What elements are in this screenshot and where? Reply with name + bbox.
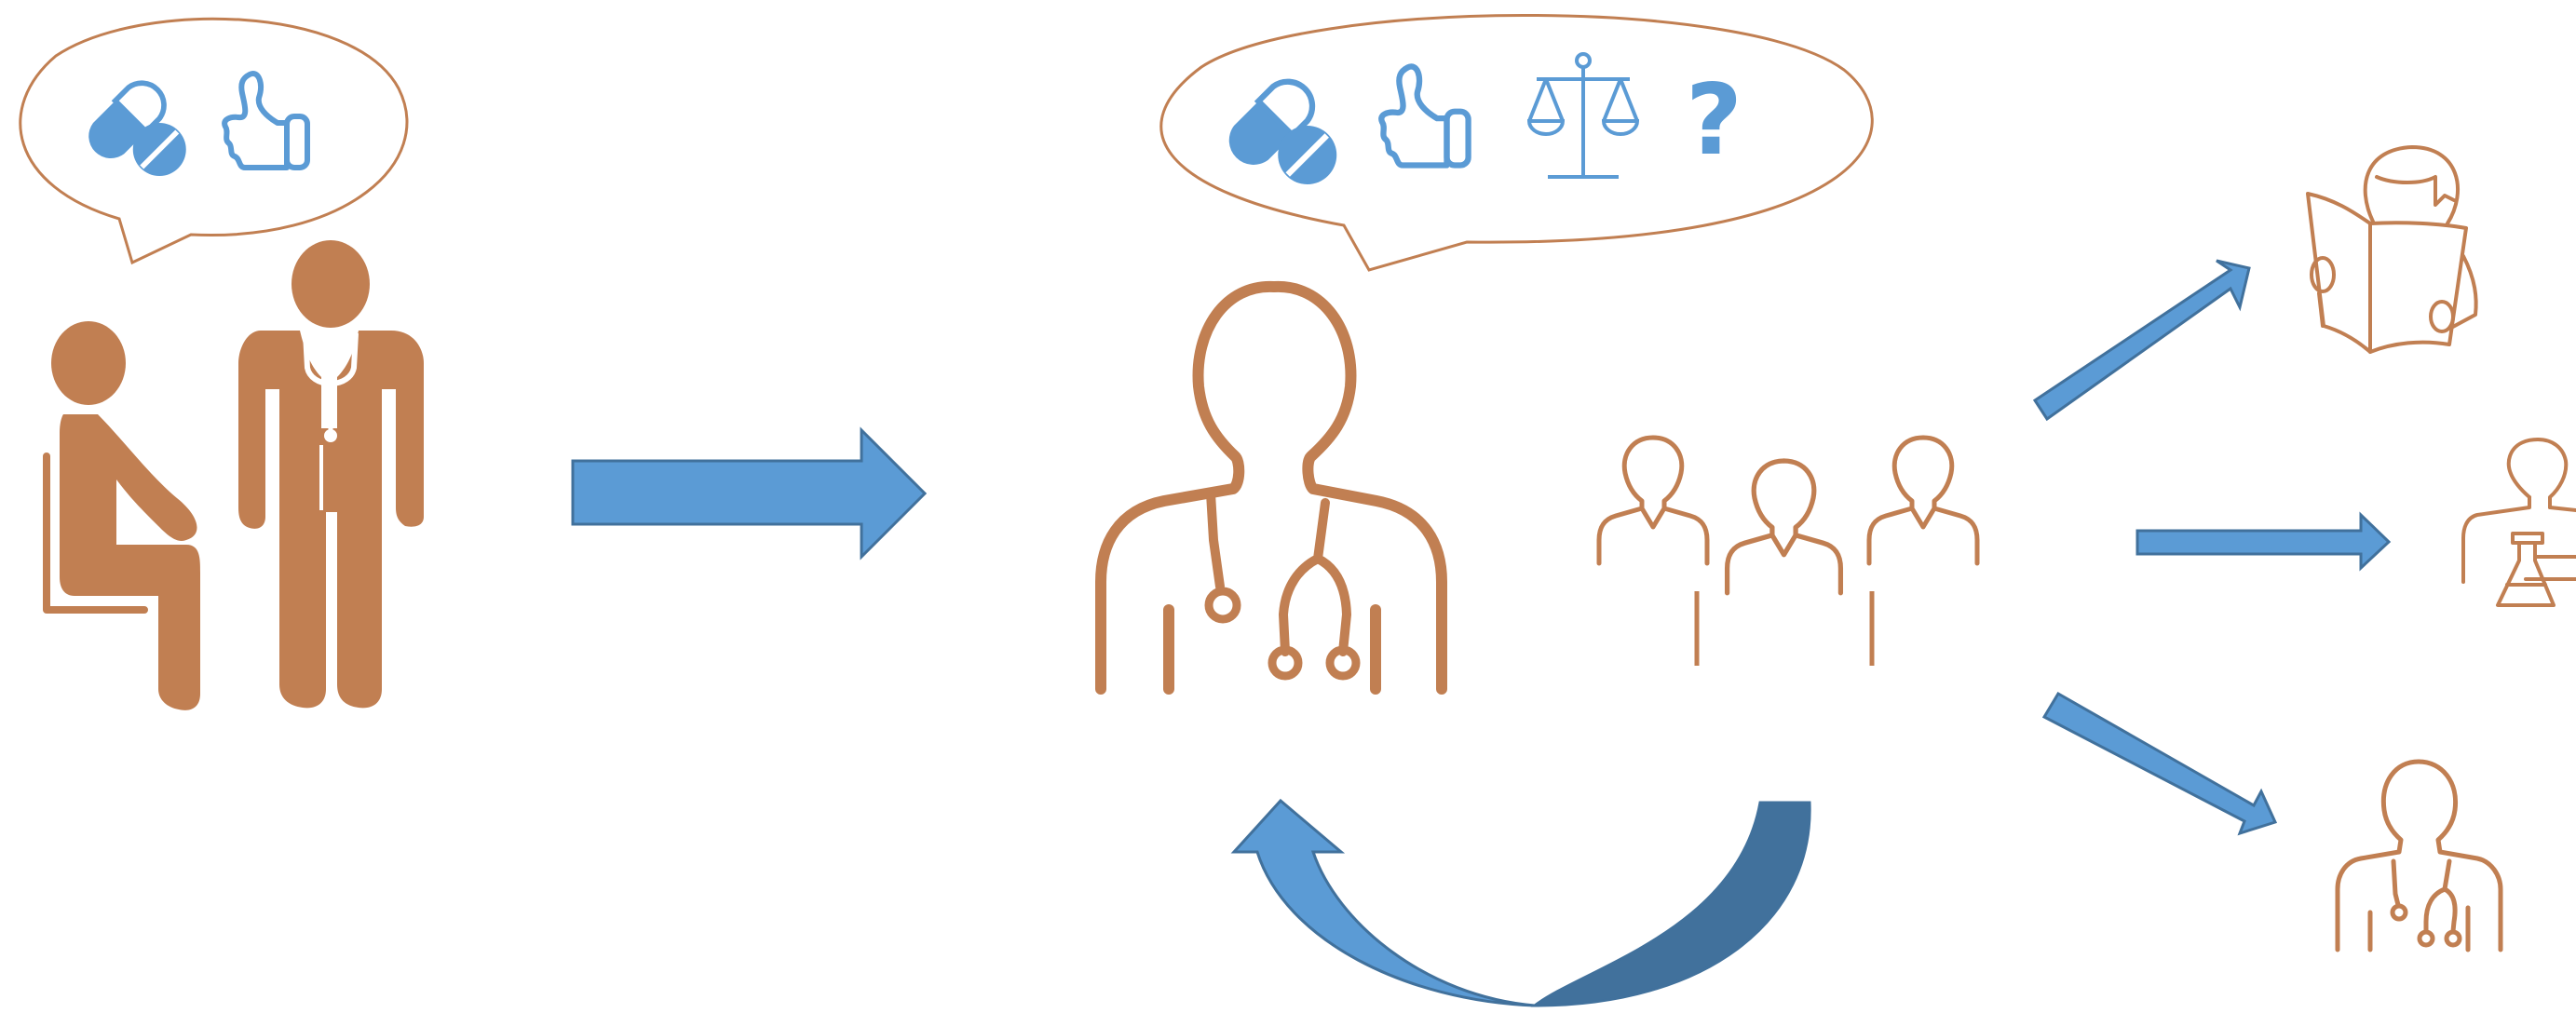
arrow-right-main: [571, 426, 928, 561]
arrow-right-small: [2135, 511, 2392, 572]
arrow-up-right: [2032, 259, 2251, 422]
patient-speech-bubble: [19, 17, 409, 265]
doctor-speech-bubble: [1159, 14, 1874, 272]
doctor-icon: [2335, 759, 2503, 952]
arrow-feedback-loop: [1230, 798, 1811, 1007]
question-mark-icon: ?: [1686, 63, 1742, 177]
doctor-with-stethoscope-figure: [1095, 280, 1447, 695]
arrow-down-right: [2041, 691, 2278, 836]
seated-patient-figure: [43, 321, 200, 710]
standing-doctor-figure: [238, 240, 424, 709]
person-with-lab-flask-icon: [2461, 438, 2576, 607]
patient-scene: [19, 17, 424, 710]
reading-person-icon: [2306, 145, 2478, 354]
colleagues-group-figure: [1599, 438, 1977, 666]
doctor-scene: ?: [1095, 14, 1977, 695]
